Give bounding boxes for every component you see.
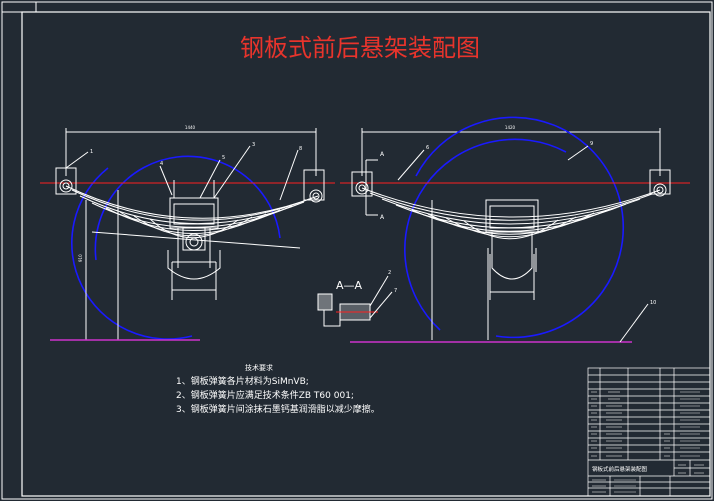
- tech-req-item-3: 3、钢板弹簧片间涂抹石墨钙基润滑脂以减少摩擦。: [176, 403, 380, 415]
- section-label: A—A: [336, 279, 363, 292]
- callout-3: 3: [252, 142, 255, 148]
- callout-6: 6: [426, 145, 429, 151]
- rear-suspension-view: 1420: [340, 116, 690, 343]
- tech-req-item-2: 2、钢板弹簧片应满足技术条件ZB T60 001;: [176, 389, 354, 401]
- section-mark-top: A: [380, 151, 385, 158]
- drawing-title: 钢板式前后悬架装配图: [240, 34, 480, 62]
- callout-5: 5: [222, 155, 225, 161]
- callouts: 1 4 5 3 8 6 9 10 2 7: [90, 141, 656, 306]
- callout-1: 1: [90, 149, 93, 155]
- wheel-travel-arc: [94, 155, 281, 261]
- tech-req-heading: 技术要求: [245, 363, 273, 372]
- title-block: [587, 367, 711, 497]
- callout-2: 2: [388, 270, 391, 276]
- title-block-drawing-name: 钢板式前后悬架装配图: [592, 465, 648, 473]
- section-a-a-detail: A—A: [317, 275, 393, 327]
- tech-req-item-1: 1、钢板弹簧各片材料为SiMnVB;: [176, 375, 309, 387]
- svg-text:1420: 1420: [505, 125, 516, 130]
- rear-wheel-travel-arc: [415, 116, 625, 339]
- section-mark-bottom: A: [380, 214, 385, 221]
- callout-10: 10: [650, 300, 656, 306]
- svg-text:910: 910: [78, 254, 83, 262]
- callout-7: 7: [394, 288, 397, 294]
- callout-9: 9: [590, 141, 593, 147]
- callout-8: 8: [299, 146, 302, 152]
- technical-requirements: 技术要求 1、钢板弹簧各片材料为SiMnVB; 2、钢板弹簧片应满足技术条件ZB…: [176, 363, 380, 415]
- frame-border: [21, 11, 711, 497]
- svg-text:1440: 1440: [185, 125, 196, 130]
- front-suspension-view: 1440: [40, 125, 335, 341]
- callout-4: 4: [160, 161, 163, 167]
